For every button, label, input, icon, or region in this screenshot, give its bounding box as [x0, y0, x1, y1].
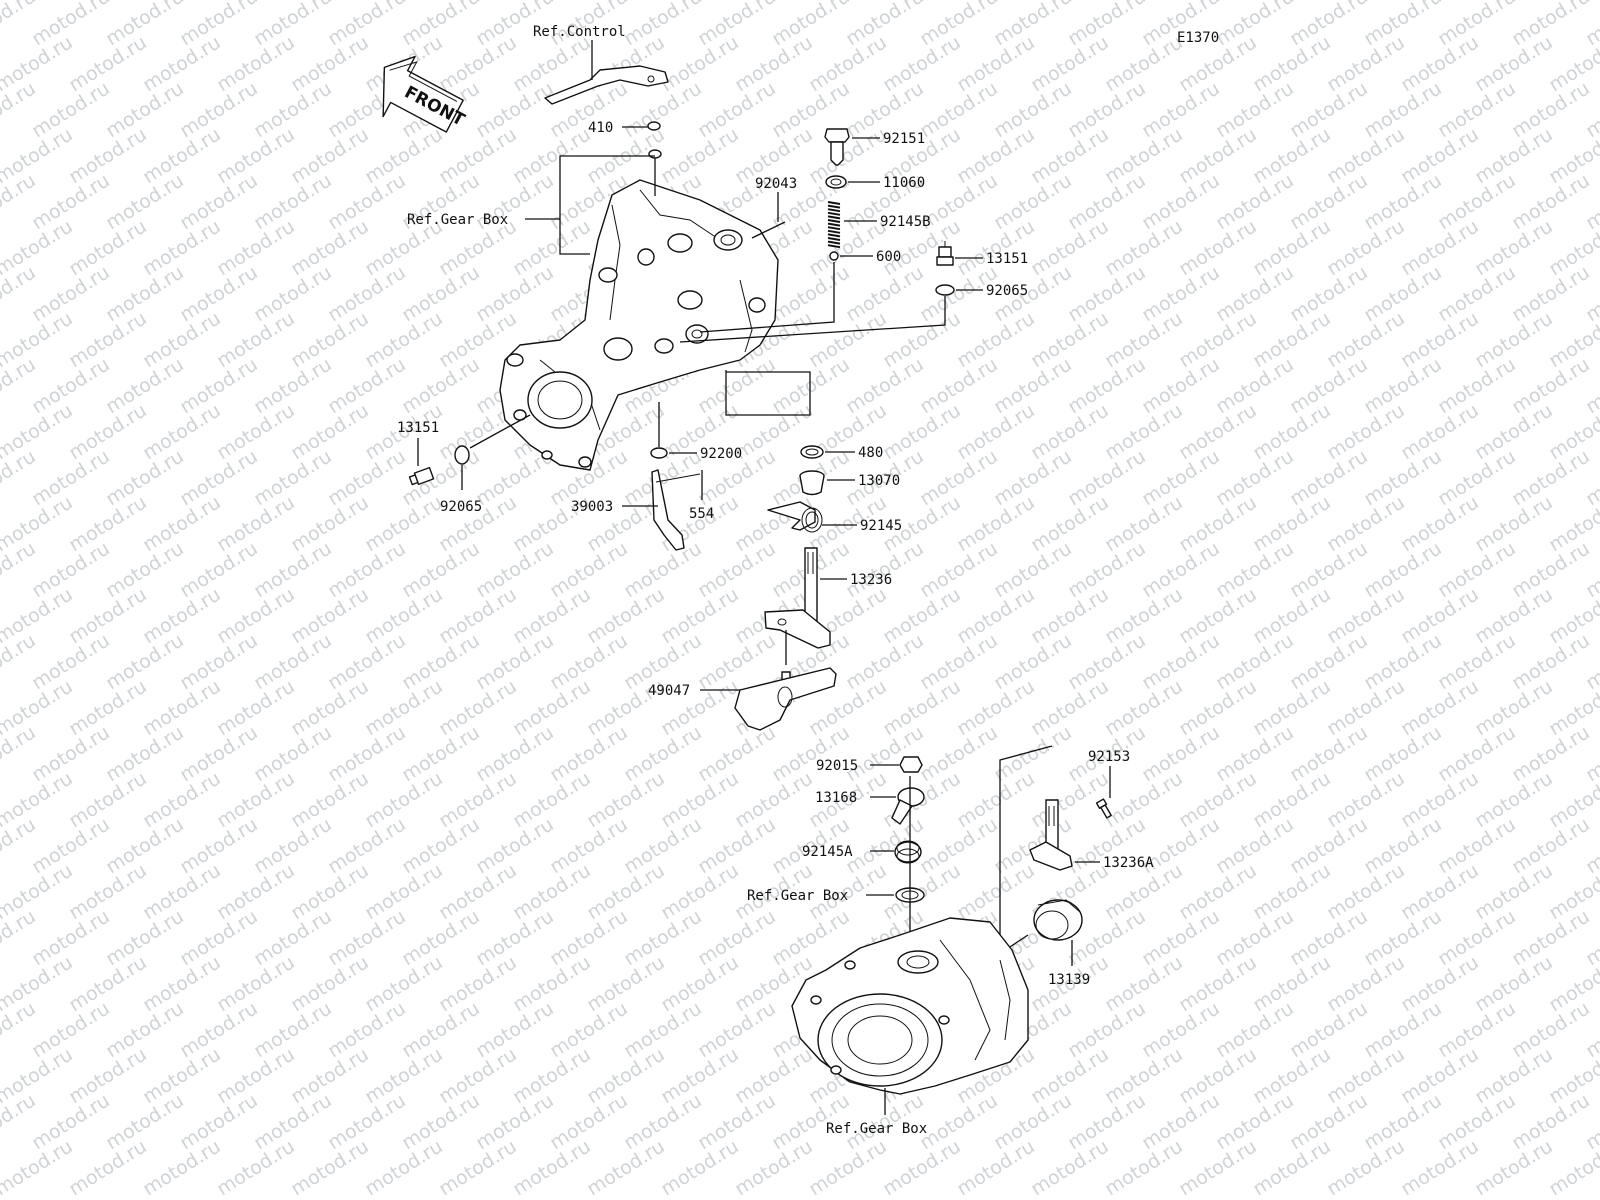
control-bracket	[544, 40, 669, 105]
shift-fork-49047	[734, 667, 837, 731]
spring-coil	[827, 219, 841, 223]
label-49047: 49047	[648, 683, 690, 699]
label-410: 410	[588, 120, 613, 136]
label-13070: 13070	[858, 473, 900, 489]
label-13151-left: 13151	[397, 420, 439, 436]
collar-13070	[799, 470, 825, 496]
label-ref-gear-box-2: Ref.Gear Box	[747, 888, 848, 904]
switch-13151-left	[408, 466, 435, 486]
switch-13151-right	[936, 241, 954, 266]
label-92065-left: 92065	[440, 499, 482, 515]
gasket-92065-left	[454, 445, 470, 465]
label-480: 480	[858, 445, 883, 461]
spring-92145	[767, 501, 823, 533]
shaft-13236A	[1029, 799, 1073, 871]
washer-410	[647, 121, 661, 131]
upper-gearbox-housing	[499, 179, 779, 471]
collar-13139	[1033, 899, 1083, 941]
label-ref-gear-box-1: Ref.Gear Box	[407, 212, 508, 228]
label-92200: 92200	[700, 446, 742, 462]
diagram-code: E1370	[1177, 30, 1219, 46]
spring-coil	[827, 229, 841, 234]
label-92145A: 92145A	[802, 844, 853, 860]
spring-coil	[827, 215, 841, 220]
washer-92200	[650, 447, 668, 459]
shift-shaft-13236	[764, 547, 831, 649]
spring-coil	[827, 240, 841, 245]
lower-gearbox-housing	[791, 917, 1029, 1095]
label-92015: 92015	[816, 758, 858, 774]
label-92153: 92153	[1088, 749, 1130, 765]
label-92145: 92145	[860, 518, 902, 534]
label-554: 554	[689, 506, 714, 522]
label-39003: 39003	[571, 499, 613, 515]
ball-600	[829, 251, 839, 261]
spring-coil	[827, 222, 841, 227]
spring-coil	[827, 204, 841, 209]
spring-coil	[827, 244, 841, 249]
spring-coil	[827, 201, 841, 205]
label-13139: 13139	[1048, 972, 1090, 988]
lever-39003	[651, 469, 701, 551]
bolt-92153	[1095, 798, 1112, 819]
label-13168: 13168	[815, 790, 857, 806]
label-13151-right: 13151	[986, 251, 1028, 267]
spring-coil	[827, 208, 841, 213]
label-92151: 92151	[883, 131, 925, 147]
label-ref-gear-box-3: Ref.Gear Box	[826, 1121, 927, 1137]
gasket-92065-right	[935, 284, 955, 296]
label-13236: 13236	[850, 572, 892, 588]
washer-upper	[648, 149, 662, 159]
gasket-11060	[825, 175, 847, 189]
spring-coil	[827, 233, 841, 238]
label-600: 600	[876, 249, 901, 265]
pin-92043	[751, 221, 786, 239]
label-13236A: 13236A	[1103, 855, 1154, 871]
nut-92015	[899, 756, 923, 773]
watermark-text: motod.ru	[0, 0, 40, 50]
label-92065-right: 92065	[986, 283, 1028, 299]
spring-92145A	[894, 840, 922, 864]
bolt-92151	[824, 128, 850, 166]
spring-coil	[827, 226, 841, 231]
spring-92145B	[827, 201, 841, 249]
label-92043: 92043	[755, 176, 797, 192]
washer-480	[800, 445, 824, 459]
label-11060: 11060	[883, 175, 925, 191]
spring-coil	[827, 211, 841, 216]
label-ref-control: Ref.Control	[533, 24, 626, 40]
lever-13168	[891, 787, 925, 825]
label-92145B: 92145B	[880, 214, 931, 230]
spring-coil	[827, 237, 841, 241]
